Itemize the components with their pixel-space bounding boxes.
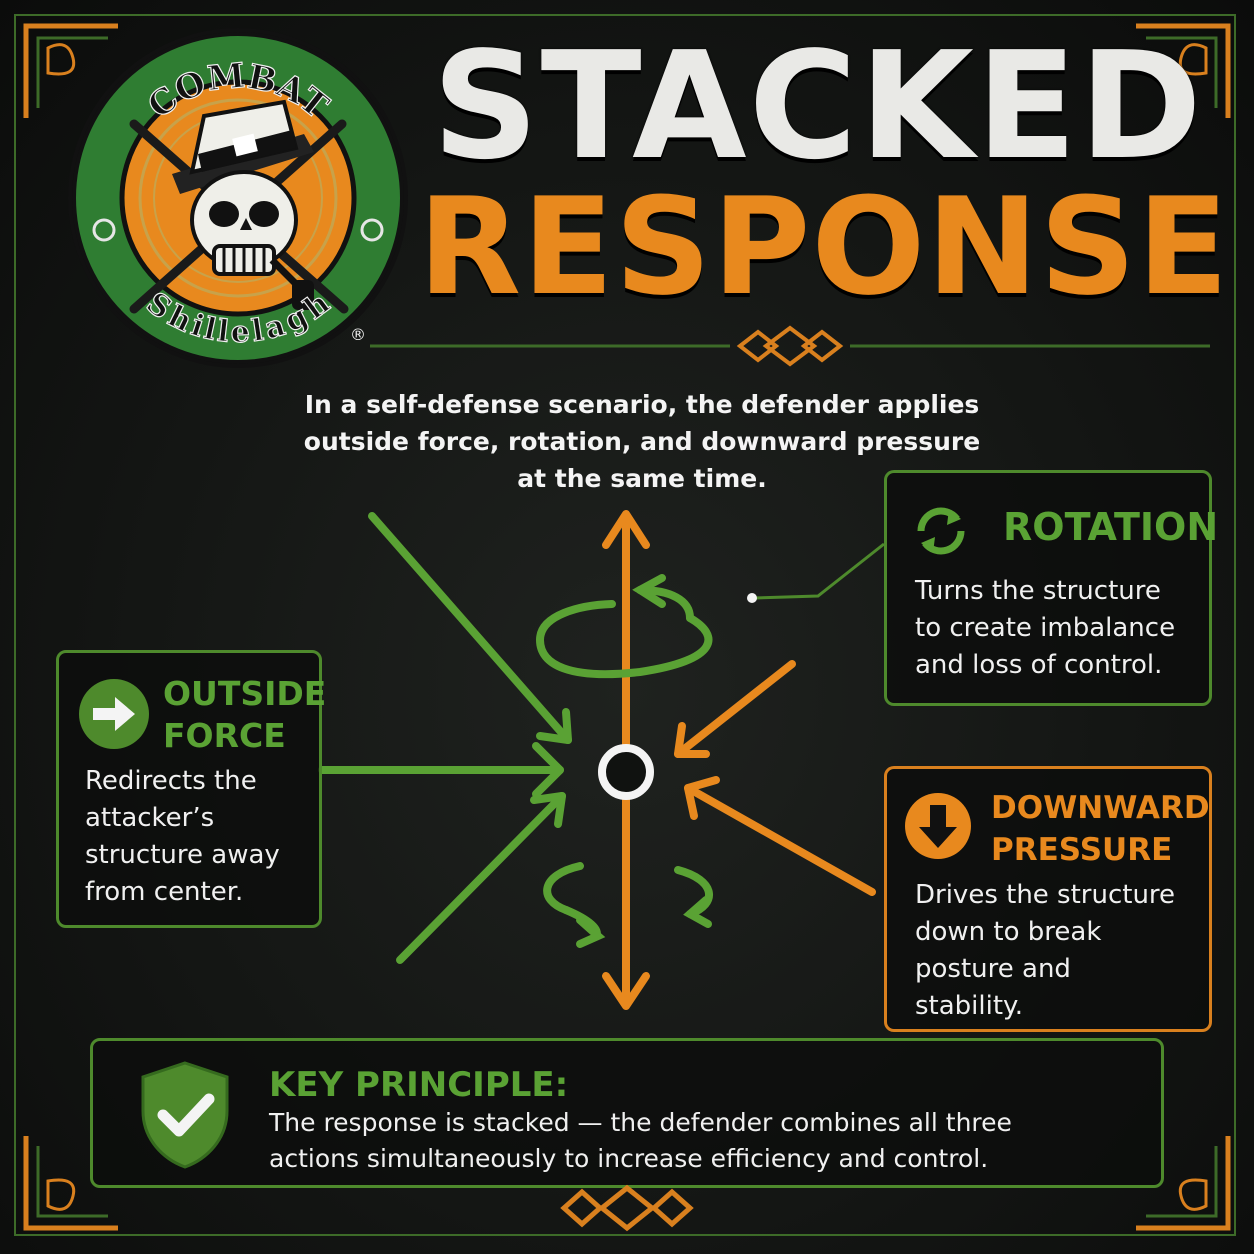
outside-force-line: Redirects the	[85, 766, 257, 796]
key-principle-line: actions simultaneously to increase effic…	[269, 1144, 989, 1173]
intro-line: at the same time.	[517, 464, 767, 493]
title-line-2: RESPONSE	[418, 169, 1230, 325]
intro-line: outside force, rotation, and downward pr…	[303, 427, 981, 456]
rotation-card: ROTATION Turns the structure to create i…	[884, 470, 1218, 706]
outside-force-line: from center.	[85, 877, 244, 907]
outside-force-heading: OUTSIDE FORCE	[163, 673, 326, 757]
outside-force-line: attacker’s	[85, 803, 215, 833]
downward-pressure-line: down to break	[915, 917, 1102, 947]
rotation-line: and loss of control.	[915, 650, 1163, 680]
downward-pressure-line: stability.	[915, 991, 1023, 1021]
downward-pressure-line: posture and	[915, 954, 1071, 984]
celtic-corner-bottom-right	[1126, 1126, 1236, 1236]
outside-force-line: structure away	[85, 840, 280, 870]
rotation-line: to create imbalance	[915, 613, 1176, 643]
celtic-knot-divider	[370, 324, 1210, 368]
key-principle-description: The response is stacked — the defender c…	[269, 1105, 1159, 1177]
combat-shillelagh-logo: COMBAT Shillelagh ®	[64, 24, 412, 372]
downward-pressure-description: Drives the structure down to break postu…	[915, 877, 1211, 1025]
outside-force-heading-line: FORCE	[163, 716, 286, 755]
rotation-line: Turns the structure	[915, 576, 1161, 606]
celtic-corner-top-left	[18, 18, 128, 128]
rotate-arrows-icon	[907, 497, 975, 565]
downward-pressure-line: Drives the structure	[915, 880, 1176, 910]
title-line-1: STACKED	[432, 20, 1204, 192]
intro-paragraph: In a self-defense scenario, the defender…	[300, 386, 984, 497]
downward-pressure-card: DOWNWARD PRESSURE Drives the structure d…	[884, 766, 1212, 1032]
border-frame	[14, 14, 1236, 1236]
key-principle-card: KEY PRINCIPLE: The response is stacked —…	[90, 1038, 1164, 1188]
rotation-description: Turns the structure to create imbalance …	[915, 573, 1211, 684]
down-arrow-icon	[903, 791, 973, 861]
rotation-heading: ROTATION	[1003, 505, 1219, 549]
downward-pressure-heading-line: PRESSURE	[991, 832, 1173, 868]
outside-force-card: OUTSIDE FORCE Redirects the attacker’s s…	[56, 650, 326, 928]
celtic-corner-top-right	[1126, 18, 1236, 128]
right-arrow-icon	[77, 677, 151, 751]
celtic-corner-bottom-left	[18, 1126, 128, 1236]
key-principle-heading: KEY PRINCIPLE:	[269, 1065, 569, 1105]
shield-check-icon	[137, 1059, 233, 1171]
downward-pressure-heading-line: DOWNWARD	[991, 790, 1210, 826]
downward-pressure-heading: DOWNWARD PRESSURE	[991, 787, 1210, 871]
outside-force-heading-line: OUTSIDE	[163, 674, 327, 713]
registered-mark: ®	[350, 325, 366, 344]
key-principle-line: The response is stacked — the defender c…	[269, 1108, 1012, 1137]
bottom-celtic-knot	[556, 1182, 698, 1234]
intro-line: In a self-defense scenario, the defender…	[304, 390, 980, 419]
outside-force-description: Redirects the attacker’s structure away …	[85, 763, 321, 911]
